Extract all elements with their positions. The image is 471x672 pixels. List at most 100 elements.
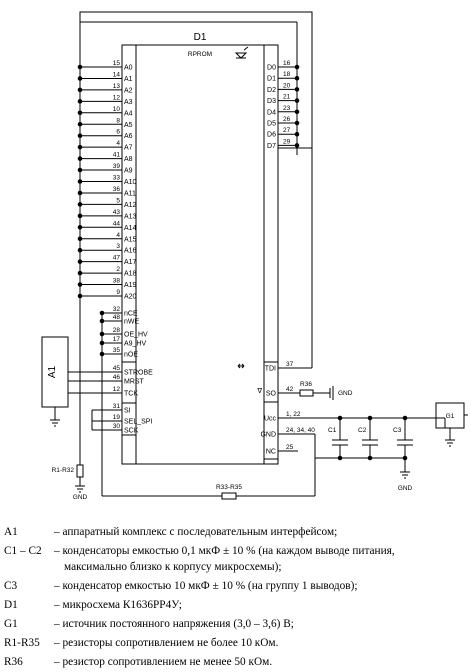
data-pin-number: 27 bbox=[283, 127, 291, 134]
address-pin-label: A7 bbox=[124, 145, 133, 152]
control-pin-number: 32 bbox=[113, 306, 121, 313]
address-pin-label: A20 bbox=[124, 294, 137, 301]
data-pin-number: 21 bbox=[283, 94, 291, 101]
r36-label: R36 bbox=[300, 381, 312, 388]
bidirectional-arrow-icon bbox=[237, 363, 245, 369]
data-pin-number: 18 bbox=[283, 71, 291, 78]
control-pin-number: 17 bbox=[113, 336, 121, 343]
address-pin-label: A16 bbox=[124, 248, 137, 255]
control-pin-label: nOE bbox=[124, 352, 138, 359]
legend-row: R36 – резистор сопротивлением не менее 50… bbox=[4, 653, 469, 672]
control-pin-number: 28 bbox=[113, 327, 121, 334]
data-pin-label: D4 bbox=[267, 109, 276, 116]
data-pin-number: 23 bbox=[283, 105, 291, 112]
legend-text: – аппаратный комплекс с последовательным… bbox=[54, 526, 338, 538]
serial-pin-number: 31 bbox=[113, 403, 121, 410]
right-pin-label: Ucc bbox=[264, 416, 277, 423]
address-pin-number: 13 bbox=[113, 83, 121, 90]
legend-ref: R36 bbox=[4, 656, 23, 668]
capacitor-label: C3 bbox=[393, 427, 402, 434]
legend-row: C1 – C2 – конденсаторы емкостью 0,1 мкФ ±… bbox=[4, 542, 469, 561]
open-drain-icon bbox=[243, 46, 249, 51]
data-pin-label: D3 bbox=[267, 98, 276, 105]
address-pin-label: A14 bbox=[124, 225, 137, 232]
address-pin-label: A5 bbox=[124, 122, 133, 129]
r36-gnd-label: GND bbox=[338, 390, 353, 397]
control-pin-label: OE_HV bbox=[124, 332, 148, 339]
top-loop-wire bbox=[79, 11, 313, 149]
r1-gnd-label: GND bbox=[73, 494, 88, 501]
serial-pin-number: 12 bbox=[113, 386, 121, 393]
address-pin-label: A10 bbox=[124, 179, 137, 186]
data-pin-label: D7 bbox=[267, 143, 276, 150]
address-pin-number: 41 bbox=[113, 152, 121, 159]
address-pin-label: A3 bbox=[124, 99, 133, 106]
resistor-r33-r35 bbox=[221, 492, 237, 500]
serial-pin-number: 46 bbox=[113, 374, 121, 381]
legend-row: R1-R35– резисторы сопротивлением не боле… bbox=[4, 634, 469, 653]
open-drain-icon bbox=[234, 52, 248, 59]
chip-d1-outline bbox=[121, 44, 279, 465]
control-pin-label: nWE bbox=[124, 319, 140, 326]
legend-row: D1 – микросхема К1636РР4У; bbox=[4, 596, 469, 615]
legend-text: – конденсаторы емкостью 0,1 мкФ ± 10 % (… bbox=[54, 545, 395, 557]
address-pin-number: 4 bbox=[116, 140, 120, 147]
address-pin-label: A1 bbox=[124, 76, 133, 83]
g1-label: G1 bbox=[446, 413, 455, 420]
address-pin-label: A12 bbox=[124, 202, 137, 209]
address-pin-number: 43 bbox=[113, 209, 121, 216]
serial-pin-label: SEL_SPI bbox=[124, 419, 152, 426]
legend-text: – резистор сопротивлением не менее 50 кО… bbox=[54, 656, 273, 668]
address-pin-number: 4 bbox=[116, 232, 120, 239]
resistor-r1-r32 bbox=[76, 464, 84, 478]
right-pin-label: GND bbox=[260, 432, 276, 439]
address-pin-number: 6 bbox=[116, 129, 120, 136]
address-pin-label: A8 bbox=[124, 156, 133, 163]
serial-pin-label: SI bbox=[124, 408, 131, 415]
r33-r35-label: R33-R35 bbox=[216, 484, 242, 491]
capacitor-label: C1 bbox=[328, 427, 337, 434]
right-pin-label: NC bbox=[266, 449, 276, 456]
address-pin-label: A2 bbox=[124, 87, 133, 94]
gnd-label: GND bbox=[398, 485, 413, 492]
serial-pin-number: 30 bbox=[113, 423, 121, 430]
right-pin-number: 42 bbox=[286, 386, 294, 393]
data-pin-number: 16 bbox=[283, 60, 291, 67]
capacitor-label: C2 bbox=[358, 427, 367, 434]
address-pin-label: A11 bbox=[124, 190, 136, 197]
legend-row: G1– источник постоянного напряжения (3,0… bbox=[4, 615, 469, 634]
chip-ref-label: D1 bbox=[194, 32, 207, 43]
address-pin-number: 3 bbox=[116, 243, 120, 250]
address-pin-label: A13 bbox=[124, 213, 137, 220]
legend-text: – микросхема К1636РР4У; bbox=[54, 599, 182, 611]
chip-type-label: RPROM bbox=[188, 51, 212, 58]
legend-ref: D1 bbox=[4, 599, 18, 611]
r1-r32-label: R1-R32 bbox=[52, 467, 75, 474]
address-pin-label: A0 bbox=[124, 65, 133, 72]
legend-continuation: максимально близко к корпусу микросхемы)… bbox=[64, 561, 282, 573]
data-pin-label: D5 bbox=[267, 121, 276, 128]
data-pin-number: 20 bbox=[283, 82, 291, 89]
address-pin-number: 8 bbox=[116, 117, 120, 124]
address-pin-label: A18 bbox=[124, 271, 137, 278]
right-pin-label: TDI bbox=[265, 366, 276, 373]
address-pin-number: 5 bbox=[116, 197, 120, 204]
right-pin-number: 1, 22 bbox=[286, 411, 301, 418]
serial-pin-number: 19 bbox=[113, 414, 121, 421]
address-pin-label: A6 bbox=[124, 133, 133, 140]
a1-label: A1 bbox=[47, 365, 58, 378]
serial-pin-label: TCK bbox=[124, 391, 138, 398]
legend-row: C3– конденсатор емкостью 10 мкФ ± 10 % (… bbox=[4, 577, 469, 596]
component-legend: A1– аппаратный комплекс с последовательн… bbox=[4, 523, 469, 672]
legend-ref: C1 – C2 bbox=[4, 545, 42, 557]
address-pin-number: 9 bbox=[116, 289, 120, 296]
control-pin-number: 48 bbox=[113, 314, 121, 321]
address-pin-label: A17 bbox=[124, 259, 137, 266]
right-pin-number: 24, 34, 40 bbox=[286, 427, 315, 434]
serial-pin-label: STROBE bbox=[124, 370, 153, 377]
address-pin-label: A4 bbox=[124, 110, 133, 117]
resistor-r36 bbox=[299, 389, 314, 397]
legend-ref: R1-R35 bbox=[4, 637, 40, 649]
address-pin-number: 44 bbox=[113, 220, 121, 227]
legend-row: A1– аппаратный комплекс с последовательн… bbox=[4, 523, 469, 542]
